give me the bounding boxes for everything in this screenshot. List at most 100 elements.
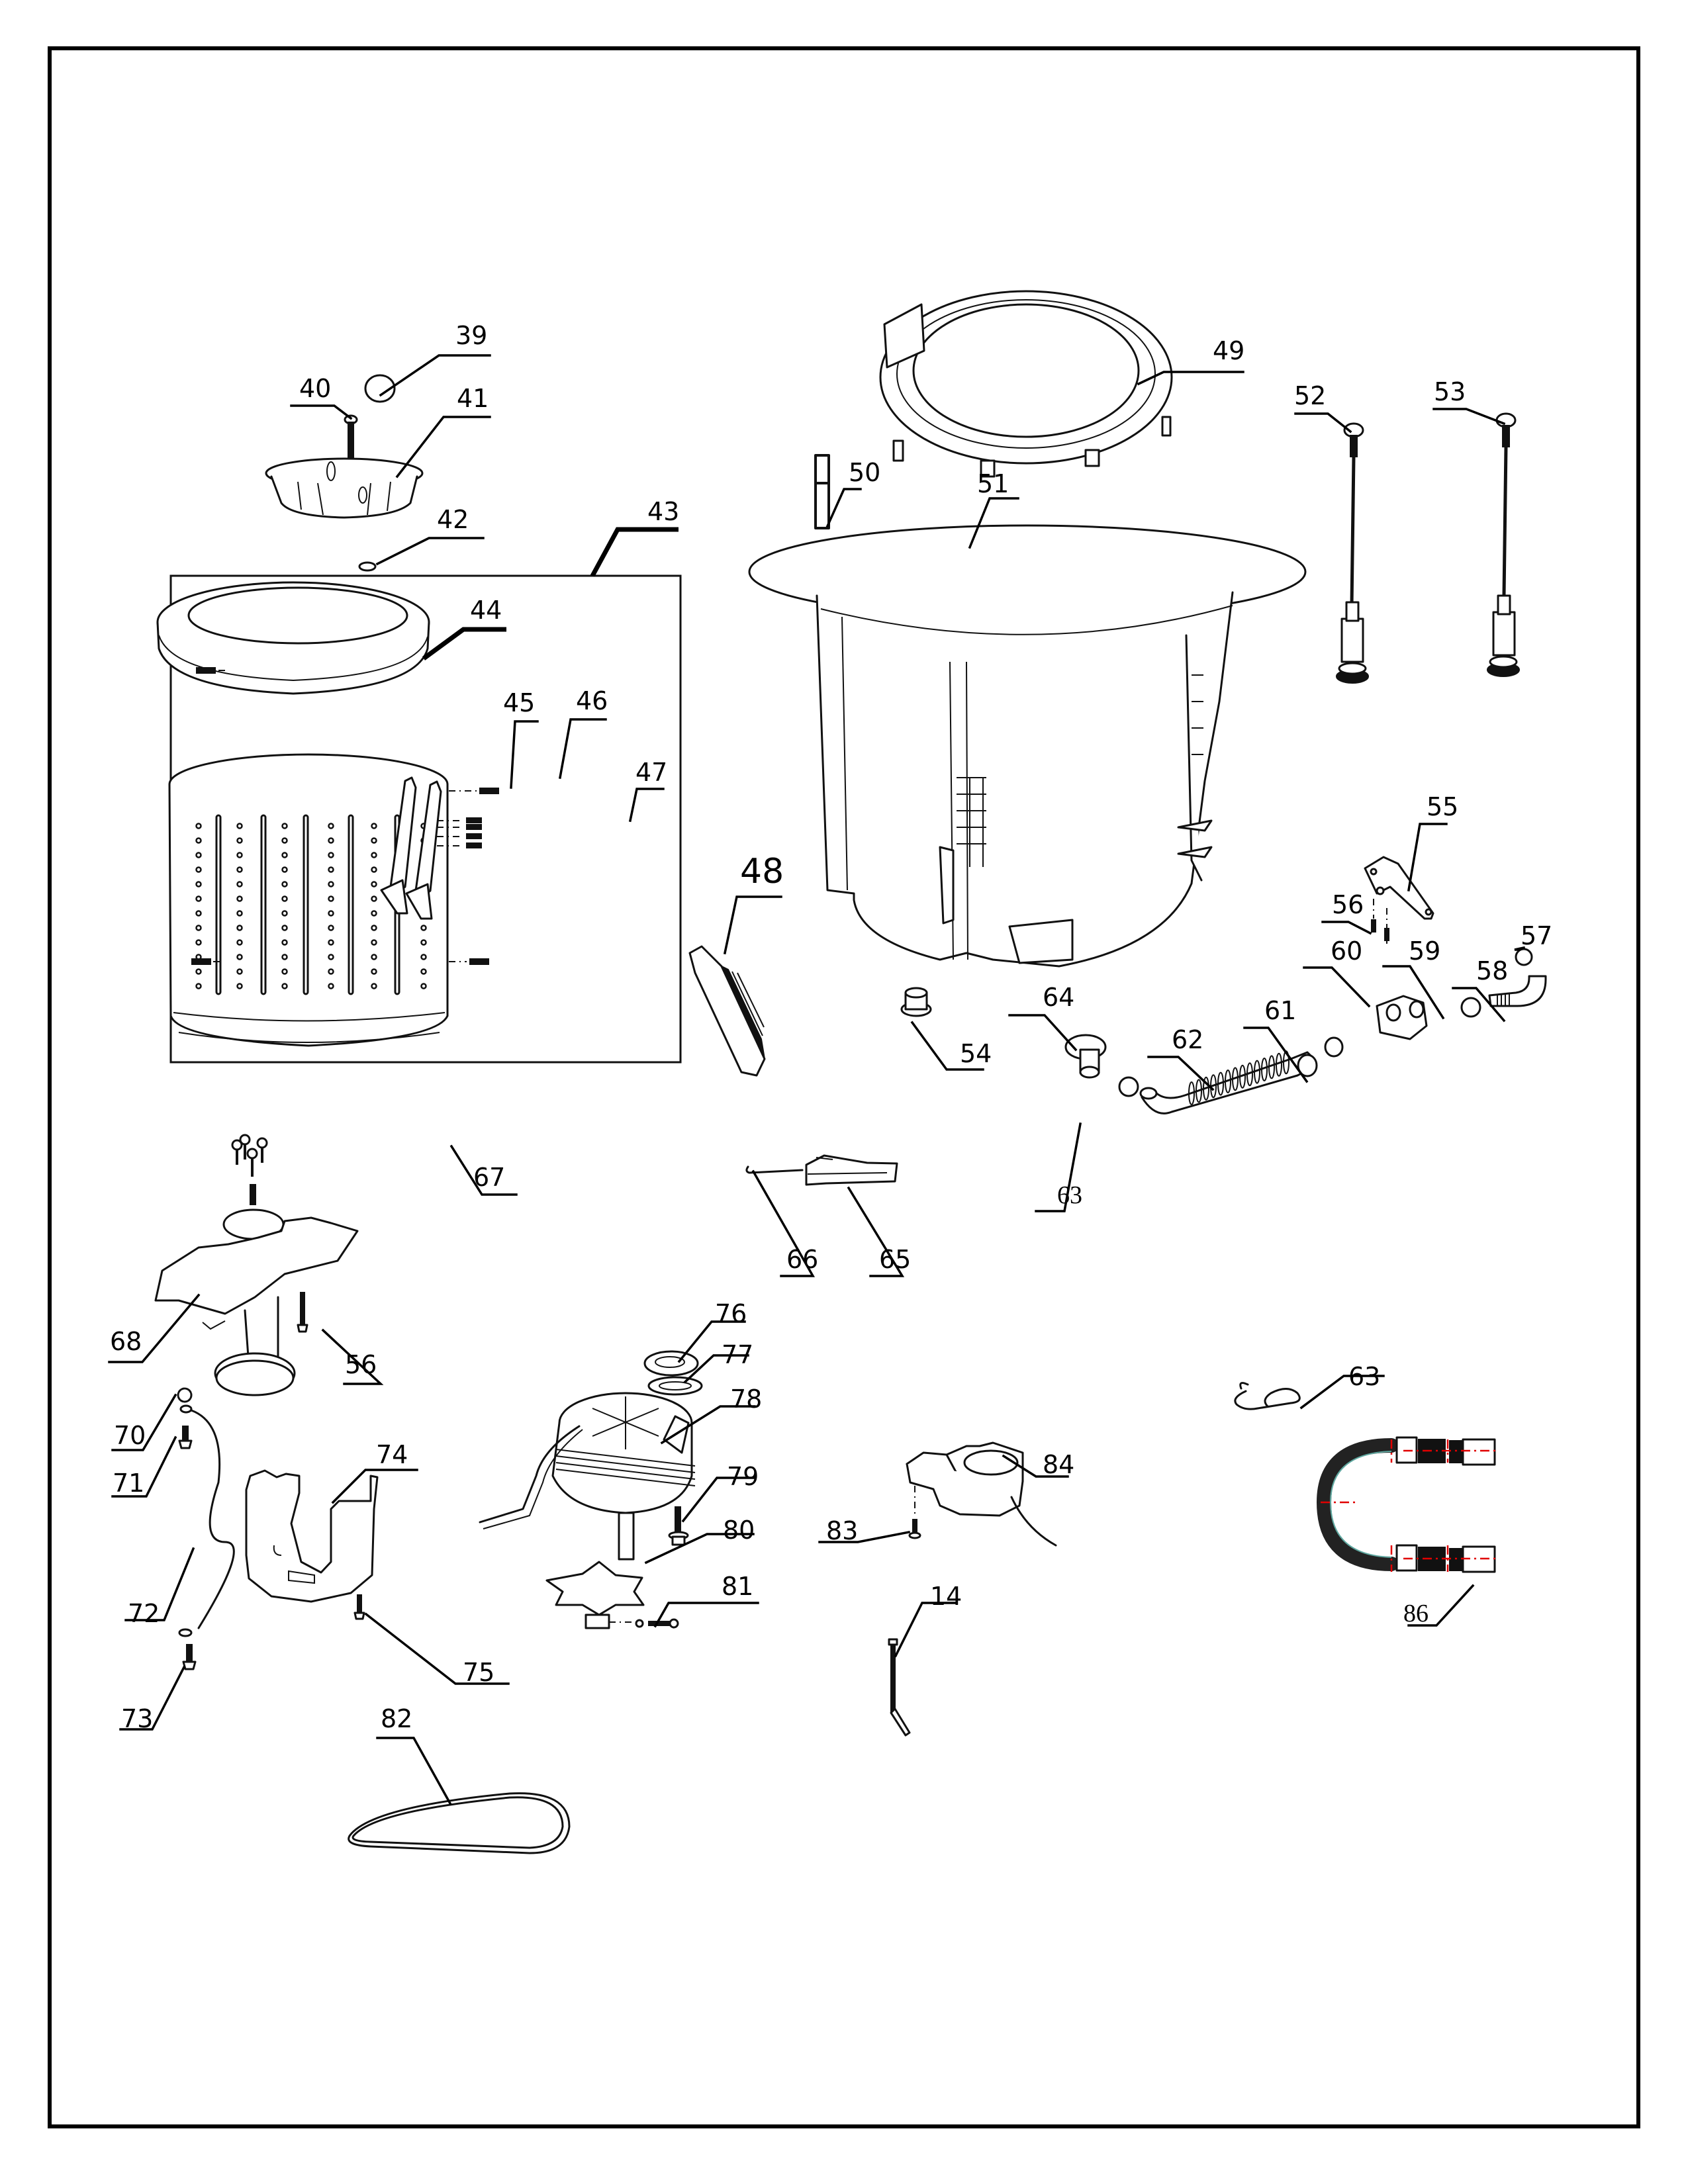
leader-line-39 [379,354,491,397]
callout-84: 84 [1043,1450,1074,1479]
part-63-hose-clip [1234,1382,1301,1410]
part-75-screw [353,1594,365,1620]
basket-hole [371,837,377,844]
leader-line-67 [449,1144,518,1196]
leader-line-60 [1303,966,1371,1008]
callout-78: 78 [730,1385,762,1414]
part-64-air-trap-nozzle [1064,1034,1107,1079]
basket-hole [281,866,288,873]
callout-67: 67 [473,1163,505,1192]
leader-line-40 [290,404,353,420]
part-41-pulsator-cap [265,457,424,519]
part-60-drain-valve [1376,995,1428,1040]
leader-line-82 [376,1737,452,1805]
leader-line-81 [653,1602,759,1628]
leader-line-68 [108,1293,201,1363]
leader-line-73 [119,1665,186,1731]
hose-corrugation [1268,1055,1275,1079]
leader-line-78 [660,1405,756,1445]
callout-61: 61 [1264,996,1296,1025]
basket-hole [281,983,288,989]
callout-53: 53 [1434,377,1466,406]
basket-hole [236,983,243,989]
basket-hole [195,837,202,844]
leader-line-50 [825,488,862,528]
leader-line-75 [364,1612,510,1685]
basket-hole [328,837,334,844]
callout-54: 54 [960,1039,992,1068]
callout-51: 51 [977,469,1009,498]
callout-46: 46 [576,686,608,715]
callout-76: 76 [715,1299,747,1328]
basket-hole [281,954,288,960]
basket-hole [371,823,377,829]
part-67-bolts [231,1134,268,1177]
basket-screws [191,667,499,965]
part-78-motor [479,1392,696,1561]
basket-hole [281,968,288,975]
basket-hole [195,852,202,858]
basket-hole [328,983,334,989]
basket-hole [420,954,427,960]
basket-hole [236,852,243,858]
leader-line-44 [422,627,506,660]
leader-line-83 [818,1530,911,1543]
callout-68: 68 [110,1327,142,1356]
hose-corrugation [1217,1071,1224,1096]
part-50-overflow-pipe [814,454,830,529]
callout-79: 79 [727,1462,759,1491]
hose-corrugation [1239,1064,1246,1089]
part-77-cushion-plate [647,1376,703,1396]
hose-corrugation [1196,1079,1202,1103]
leader-line-86 [1407,1584,1475,1627]
part-80-motor-pulley-fan [545,1561,645,1629]
callout-52: 52 [1294,381,1326,410]
leader-line-14 [894,1602,957,1658]
callout-43: 43 [647,497,679,526]
basket-hole [281,895,288,902]
part-59-hose-clamp [1460,997,1481,1018]
basket-hole [195,823,202,829]
callout-40: 40 [299,374,331,403]
part-86-inlet-hose [1317,1436,1496,1573]
part-14-cable-tie [888,1638,911,1737]
leader-line-57 [1514,946,1526,951]
leader-line-45 [510,720,539,789]
part-52-suspension-rod [1336,422,1369,684]
callout-47: 47 [635,758,667,787]
hose-corrugation [1261,1058,1268,1081]
part-46-lifter-ribs [380,776,442,920]
basket-hole [371,895,377,902]
basket-hole [371,852,377,858]
part-56-screws [1371,899,1389,944]
hose-corrugation [1225,1069,1231,1093]
leader-line-74 [331,1469,418,1504]
callout-49: 49 [1213,336,1244,365]
callout-77: 77 [722,1340,753,1369]
part-72-ground-wire [178,1404,235,1637]
leader-line-63 [1299,1375,1385,1410]
callout-63: 63 [1348,1362,1380,1391]
basket-hole [195,866,202,873]
callout-70: 70 [114,1421,146,1450]
callout-73: 73 [121,1704,153,1733]
basket-hole [328,852,334,858]
leader-line-46 [558,718,607,780]
leader-line-56 [321,1328,384,1385]
callout-55: 55 [1427,792,1458,821]
part-66-pin [745,1165,804,1174]
callout-72: 72 [128,1599,160,1628]
leader-line-59 [1382,965,1445,1020]
basket-hole [281,823,288,829]
part-40-screw [344,414,358,459]
leader-line-51 [968,497,1019,549]
callout-56: 56 [1332,890,1364,919]
callout-62: 62 [1172,1025,1203,1054]
callout-75: 75 [463,1658,494,1687]
basket-hole [371,925,377,931]
part-56-bolt [297,1292,308,1333]
callout-82: 82 [381,1704,412,1733]
callout-60: 60 [1331,936,1362,966]
callout-50: 50 [849,458,880,487]
hose-corrugation [1254,1060,1260,1084]
